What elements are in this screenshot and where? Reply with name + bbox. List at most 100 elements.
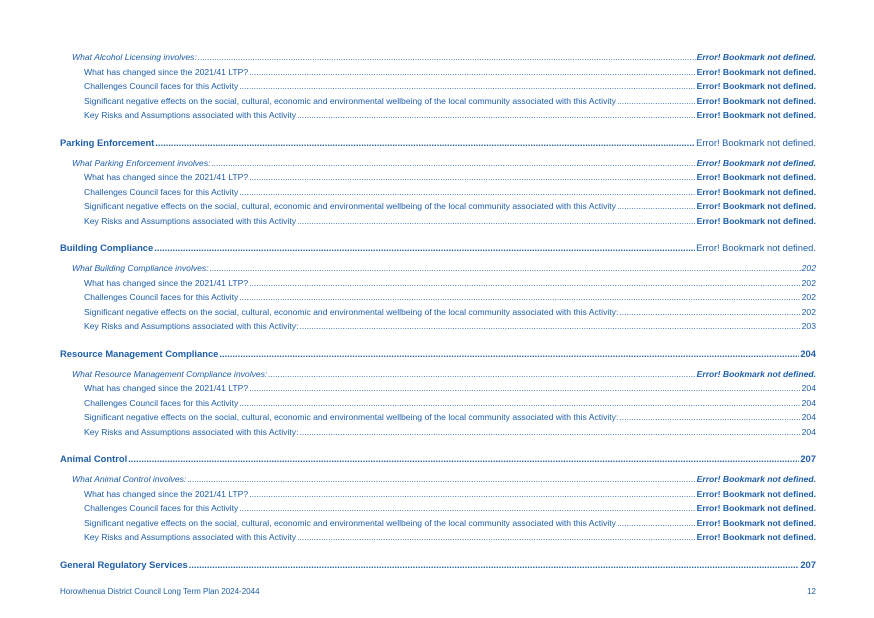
toc-entry-level-3[interactable]: What has changed since the 2021/41 LTP? E… — [60, 487, 816, 502]
toc-entry-title: What has changed since the 2021/41 LTP? — [84, 66, 249, 77]
toc-leader-dots — [198, 50, 696, 65]
toc-entry-level-3[interactable]: What has changed since the 2021/41 LTP?2… — [60, 381, 816, 396]
toc-entry-title: Parking Enforcement — [60, 136, 155, 148]
toc-entry-title: Key Risks and Assumptions associated wit… — [84, 215, 297, 226]
toc-entry-level-1[interactable]: General Regulatory Services 207 — [60, 558, 816, 572]
toc-entry-level-3[interactable]: Challenges Council faces for this Activi… — [60, 185, 816, 200]
toc-entry-title: What Building Compliance involves: — [72, 263, 209, 273]
toc-entry-page: 202 — [801, 263, 816, 273]
toc-entry-page: 204 — [801, 412, 816, 422]
toc-leader-dots — [239, 396, 800, 411]
toc-entry-title: Challenges Council faces for this Activi… — [84, 81, 239, 91]
toc-entry-title: Challenges Council faces for this Activi… — [84, 292, 239, 302]
toc-leader-dots — [239, 290, 800, 305]
toc-entry-page: 207 — [800, 453, 816, 464]
footer-title: Horowhenua District Council Long Term Pl… — [60, 587, 260, 596]
toc-entry-title: What has changed since the 2021/41 LTP? — [84, 172, 249, 182]
toc-entry-level-3[interactable]: Significant negative effects on the soci… — [60, 516, 816, 531]
toc-leader-dots — [268, 367, 695, 382]
toc-leader-dots — [619, 410, 800, 425]
toc-leader-dots — [617, 516, 696, 531]
toc-leader-dots — [189, 558, 800, 572]
toc-entry-level-3[interactable]: What has changed since the 2021/41 LTP?E… — [60, 65, 816, 80]
toc-entry-title: Animal Control — [60, 453, 128, 464]
toc-entry-level-3[interactable]: Significant negative effects on the soci… — [60, 199, 816, 214]
toc-entry-page: Error! Bookmark not defined. — [696, 488, 816, 499]
toc-leader-dots — [219, 347, 799, 361]
toc-entry-level-1[interactable]: Animal Control 207 — [60, 452, 816, 466]
toc-entry-title: Challenges Council faces for this Activi… — [84, 186, 239, 197]
toc-entry-page: Error! Bookmark not defined. — [696, 110, 816, 120]
toc-entry-level-3[interactable]: What has changed since the 2021/41 LTP?2… — [60, 276, 816, 291]
toc-entry-title: Building Compliance — [60, 242, 154, 253]
toc-leader-dots — [249, 65, 695, 80]
toc-entry-title: What Parking Enforcement involves: — [72, 157, 211, 168]
toc-entry-page: 204 — [800, 347, 816, 359]
toc-entry-page: Error! Bookmark not defined. — [696, 503, 816, 513]
toc-entry-level-3[interactable]: Key Risks and Assumptions associated wit… — [60, 319, 816, 334]
toc-leader-dots — [239, 79, 695, 94]
toc-leader-dots — [154, 241, 695, 255]
toc-entry-page: 204 — [801, 426, 816, 437]
toc-entry-title: What has changed since the 2021/41 LTP? — [84, 488, 249, 499]
toc-entry-title: What Animal Control involves: — [72, 474, 187, 484]
toc-entry-title: Resource Management Compliance — [60, 347, 219, 359]
toc-entry-page: 207 — [800, 558, 816, 570]
toc-entry-title: Key Risks and Assumptions associated wit… — [84, 426, 299, 437]
toc-leader-dots — [297, 108, 696, 123]
toc-leader-dots — [297, 530, 696, 545]
toc-entry-level-3[interactable]: Key Risks and Assumptions associated wit… — [60, 214, 816, 229]
footer-page-number: 12 — [807, 587, 816, 596]
toc-entry-level-2[interactable]: What Animal Control involves: Error! Book… — [60, 472, 816, 487]
toc-entry-page: Error! Bookmark not defined. — [696, 136, 816, 148]
toc-entry-level-3[interactable]: Challenges Council faces for this Activi… — [60, 290, 816, 305]
toc-entry-page: 202 — [801, 292, 816, 302]
toc-entry-title: General Regulatory Services — [60, 558, 188, 570]
toc-leader-dots — [249, 381, 800, 396]
toc-entry-page: Error! Bookmark not defined. — [696, 157, 816, 168]
toc-entry-page: Error! Bookmark not defined. — [696, 532, 816, 542]
toc-entry-level-2[interactable]: What Alcohol Licensing involves:Error! B… — [60, 50, 816, 65]
toc-leader-dots — [239, 501, 695, 516]
toc-entry-level-3[interactable]: What has changed since the 2021/41 LTP?E… — [60, 170, 816, 185]
toc-entry-level-3[interactable]: Challenges Council faces for this Activi… — [60, 79, 816, 94]
toc-leader-dots — [619, 305, 800, 320]
toc-entry-page: Error! Bookmark not defined. — [696, 517, 816, 528]
toc-entry-title: Key Risks and Assumptions associated wit… — [84, 321, 299, 331]
toc-entry-page: Error! Bookmark not defined. — [696, 52, 816, 62]
toc-entry-page: 203 — [801, 321, 816, 331]
toc-entry-level-3[interactable]: Challenges Council faces for this Activi… — [60, 396, 816, 411]
toc-entry-title: Challenges Council faces for this Activi… — [84, 397, 239, 408]
toc-entry-page: Error! Bookmark not defined. — [696, 81, 816, 91]
toc-entry-level-2[interactable]: What Building Compliance involves: 202 — [60, 261, 816, 276]
toc-entry-title: What has changed since the 2021/41 LTP? — [84, 383, 249, 393]
toc-entry-title: Significant negative effects on the soci… — [84, 306, 619, 317]
toc-entry-page: 204 — [801, 397, 816, 408]
toc-entry-level-1[interactable]: Resource Management Compliance 204 — [60, 347, 816, 361]
toc-entry-level-3[interactable]: Key Risks and Assumptions associated wit… — [60, 425, 816, 440]
toc-entry-page: Error! Bookmark not defined. — [696, 201, 816, 211]
toc-leader-dots — [212, 156, 696, 171]
toc-entry-level-3[interactable]: Significant negative effects on the soci… — [60, 305, 816, 320]
toc-entry-title: What Resource Management Compliance invo… — [72, 368, 268, 379]
toc-entry-page: 202 — [801, 277, 816, 288]
toc-leader-dots — [239, 185, 695, 200]
toc-entry-level-3[interactable]: Significant negative effects on the soci… — [60, 410, 816, 425]
toc-entry-level-2[interactable]: What Parking Enforcement involves: Error!… — [60, 156, 816, 171]
toc-entry-page: Error! Bookmark not defined. — [696, 186, 816, 197]
toc-entry-level-1[interactable]: Parking Enforcement Error! Bookmark not d… — [60, 136, 816, 150]
toc-entry-title: Challenges Council faces for this Activi… — [84, 503, 239, 513]
toc-leader-dots — [299, 425, 800, 440]
toc-entry-title: Significant negative effects on the soci… — [84, 412, 619, 422]
toc-leader-dots — [128, 452, 799, 466]
toc-entry-level-3[interactable]: Challenges Council faces for this Activi… — [60, 501, 816, 516]
toc-entry-level-1[interactable]: Building Compliance Error! Bookmark not d… — [60, 241, 816, 255]
toc-entry-title: Key Risks and Assumptions associated wit… — [84, 532, 297, 542]
toc-entry-level-2[interactable]: What Resource Management Compliance invo… — [60, 367, 816, 382]
toc-entry-page: Error! Bookmark not defined. — [696, 474, 816, 484]
toc-leader-dots — [210, 261, 801, 276]
toc-entry-level-3[interactable]: Significant negative effects on the soci… — [60, 94, 816, 109]
toc-entry-page: Error! Bookmark not defined. — [696, 242, 816, 253]
toc-entry-level-3[interactable]: Key Risks and Assumptions associated wit… — [60, 108, 816, 123]
toc-entry-level-3[interactable]: Key Risks and Assumptions associated wit… — [60, 530, 816, 545]
